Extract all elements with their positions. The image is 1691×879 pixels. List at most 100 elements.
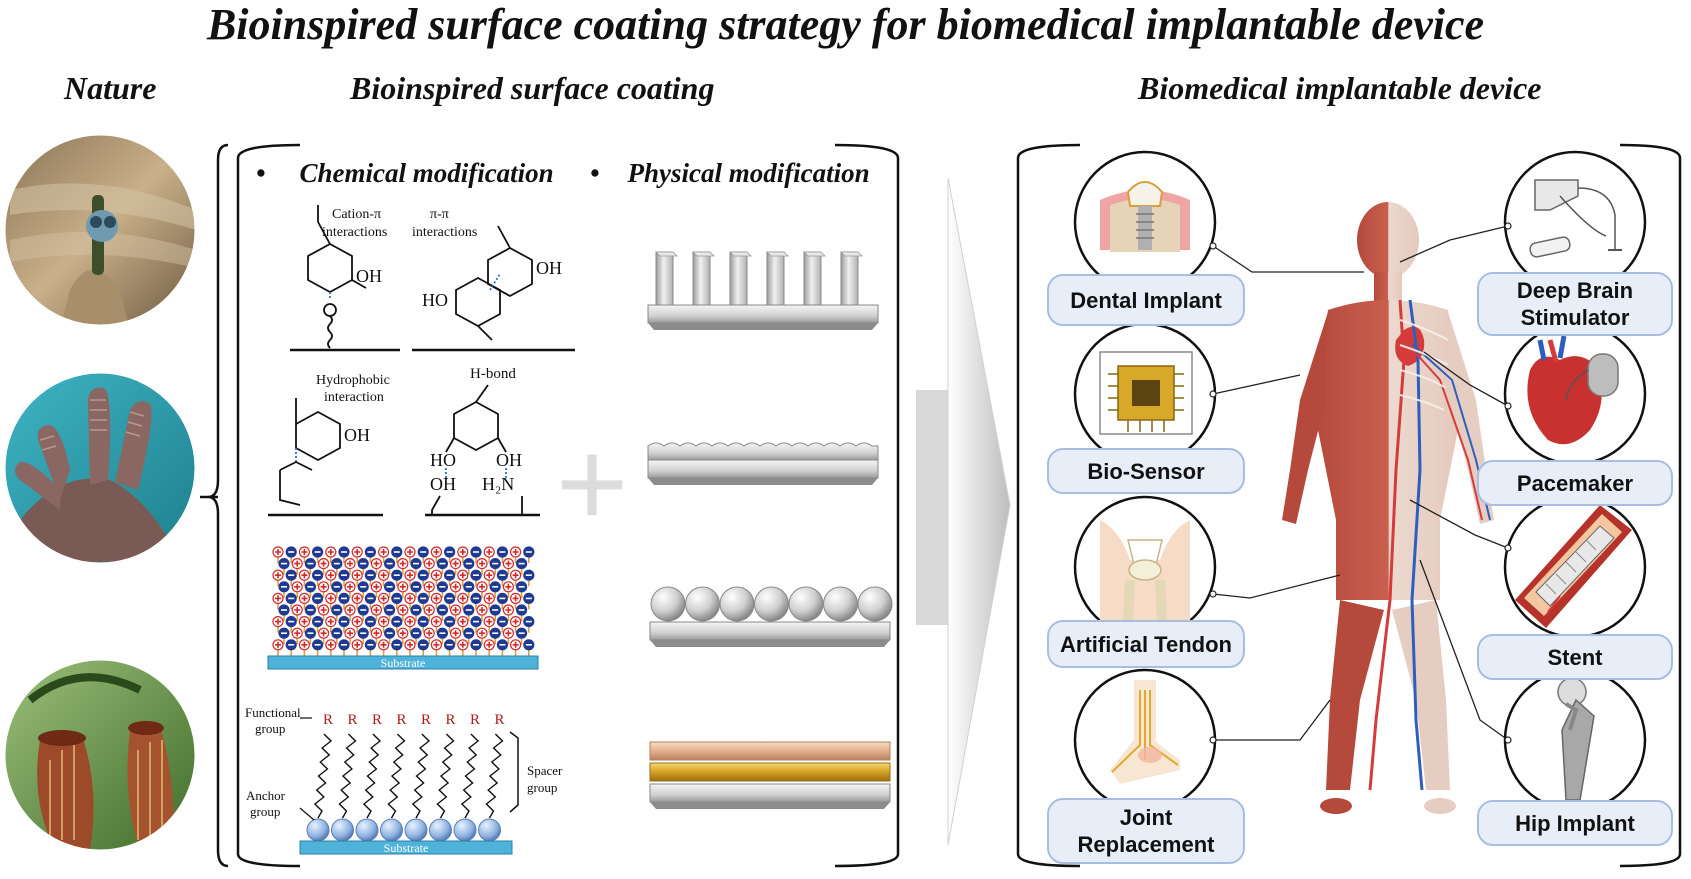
r-group-label: R (372, 712, 382, 728)
substrate-bar (267, 655, 539, 670)
nanoparticle (788, 586, 824, 622)
pi-pi-structure (412, 225, 575, 352)
r-group-label: R (421, 712, 431, 728)
spacer-chain (362, 733, 382, 819)
bullet-icon: • (590, 158, 600, 188)
ho-label: HO (422, 290, 448, 310)
nanoparticle (823, 586, 858, 622)
anchor-sphere (331, 818, 354, 842)
hip-implant-icon (1503, 668, 1647, 812)
coating-panel-left-bracket (236, 143, 301, 868)
pi-pi-label-2: interactions (412, 225, 477, 240)
spacer-chain (338, 733, 357, 819)
pillar (655, 251, 674, 307)
substrate-label-2: Substrate (384, 841, 429, 855)
oh-label-5: OH (430, 474, 456, 494)
pi-pi-label-1: π-π (430, 207, 449, 222)
device-panel-right-bracket (1619, 143, 1682, 868)
coating-title: Bioinspired surface coating (350, 70, 715, 106)
spacer-chain (436, 733, 455, 819)
cation-pi-structure (290, 205, 400, 352)
hip-implant-label: Hip Implant (1477, 800, 1673, 846)
anchor-group-label-1: Anchor (246, 788, 286, 803)
bullet-icon: • (256, 158, 266, 188)
anchor-sphere (306, 818, 330, 842)
oh-label: OH (356, 266, 382, 286)
spacer-chain (411, 733, 431, 819)
hbond-label: H-bond (470, 366, 516, 382)
stent-icon (1503, 495, 1647, 639)
r-group-label: R (347, 712, 357, 728)
ho-label-2: HO (430, 450, 456, 470)
joint-replacement-label: Joint Replacement (1047, 798, 1245, 864)
hydrophobic-label-2: interaction (324, 390, 384, 405)
pillar-array (647, 251, 879, 330)
device-panel-left-bracket (1016, 143, 1081, 868)
cation-pi-label-1: Cation-π (332, 207, 381, 222)
spacer-bracket (509, 731, 519, 813)
pillar (692, 251, 711, 307)
bio-sensor-icon (1073, 322, 1217, 466)
hydrophobic-label-1: Hydrophobic (316, 373, 390, 388)
coating-panel-right-bracket (834, 143, 900, 868)
spacer-group-label-1: Spacer (527, 763, 563, 778)
anchor-sphere (478, 818, 501, 842)
pacemaker-label: Pacemaker (1477, 460, 1673, 506)
oh-label-4: OH (496, 450, 522, 470)
chemical-heading: •Chemical modification (256, 158, 554, 188)
nanoparticle (857, 586, 893, 622)
pillar (729, 251, 748, 307)
spacer-chain (313, 733, 333, 819)
spacer-group-label-2: group (527, 780, 557, 795)
dental-implant-label: Dental Implant (1047, 274, 1245, 326)
physical-heading: •Physical modification (590, 158, 870, 188)
nanoparticle (719, 586, 755, 622)
oh-label-3: OH (344, 425, 370, 445)
dental-implant-icon (1073, 150, 1217, 294)
nanoparticle (685, 586, 720, 622)
pillar (840, 251, 859, 307)
human-body-illustration (1282, 202, 1494, 814)
nanoparticle-surface (649, 586, 893, 647)
pillar (766, 251, 785, 307)
gecko-foot-photo (2, 370, 198, 566)
spacer-chain (460, 733, 480, 819)
deep-brain-stimulator-label: Deep Brain Stimulator (1477, 272, 1673, 336)
spacer-chain (387, 733, 406, 819)
artificial-tendon-label: Artificial Tendon (1047, 620, 1245, 668)
nanoparticle (650, 586, 686, 622)
connector-lines (1212, 225, 1509, 741)
multilayer-film (649, 741, 891, 809)
substrate-bar-2 (299, 840, 513, 855)
r-group-label: R (494, 712, 504, 728)
bio-sensor-label: Bio-Sensor (1047, 448, 1245, 494)
substrate-label: Substrate (381, 656, 426, 670)
artificial-tendon-icon (1073, 495, 1217, 639)
nanoparticle (754, 586, 789, 622)
layer-by-layer-coating (272, 546, 535, 656)
stent-label: Stent (1477, 634, 1673, 680)
oh-label-2: OH (536, 258, 562, 278)
cation-pi-label-2: interactions (322, 225, 387, 240)
r-group-label: R (323, 712, 333, 728)
anchor-sphere (355, 818, 379, 842)
nature-bracket (200, 143, 229, 868)
rough-surface (647, 442, 879, 485)
dragonfly-photo (2, 132, 198, 328)
flow-arrow (916, 177, 1011, 846)
device-title: Biomedical implantable device (1138, 70, 1542, 106)
pillar (803, 251, 822, 307)
functional-group-label-2: group (255, 721, 285, 736)
pitcher-plant-photo (2, 657, 198, 853)
spacer-chain (485, 733, 504, 819)
main-title: Bioinspired surface coating strategy for… (206, 0, 1485, 49)
hydrophobic-structure (268, 398, 383, 517)
pacemaker-icon (1503, 322, 1647, 466)
r-group-label: R (396, 712, 406, 728)
r-group-label: R (470, 712, 480, 728)
deep-brain-stimulator-icon (1503, 150, 1647, 294)
anchor-sphere (380, 818, 403, 842)
anchor-sphere (453, 818, 477, 842)
